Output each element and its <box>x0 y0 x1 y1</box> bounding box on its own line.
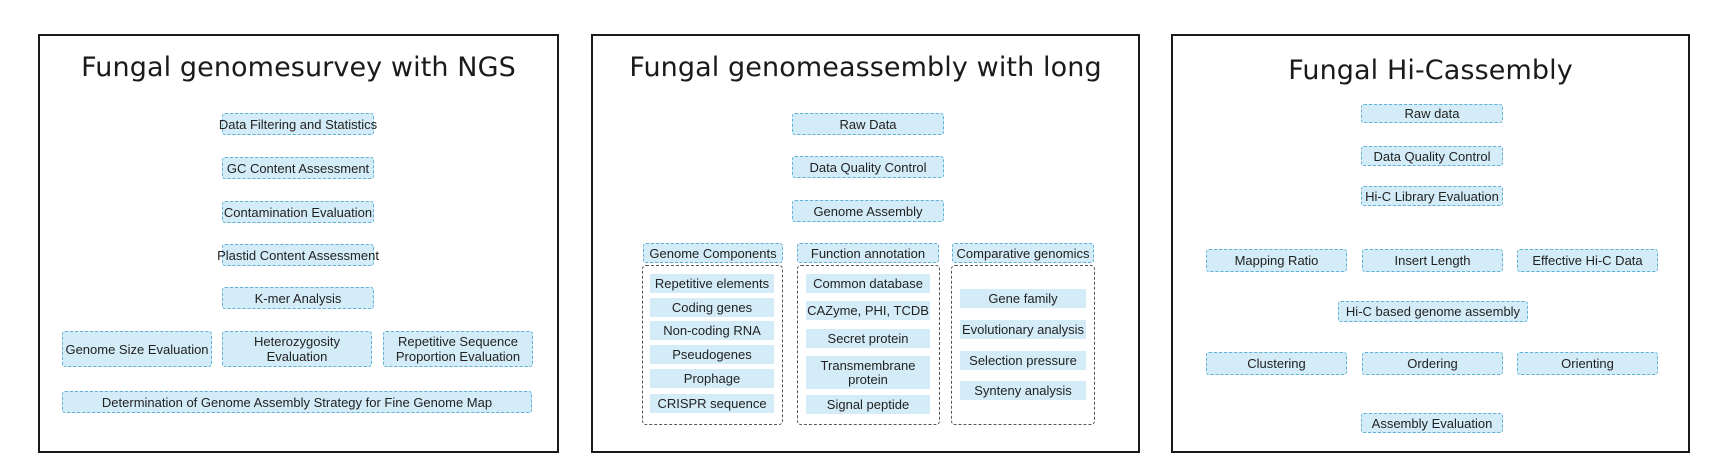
function-annotation-group <box>797 265 940 425</box>
branch-node: Heterozygosity Evaluation <box>222 331 372 367</box>
branch-node: Repetitive Sequence Proportion Evaluatio… <box>383 331 533 367</box>
group-item: Transmembrane protein <box>806 356 930 389</box>
group-item: Repetitive elements <box>650 274 774 293</box>
group-header: Comparative genomics <box>952 243 1094 263</box>
group-item: Prophage <box>650 369 774 388</box>
comparative-genomics-group <box>951 265 1095 425</box>
group-item: Signal peptide <box>806 395 930 414</box>
genome-components-group <box>642 265 783 425</box>
metric-node: Effective Hi-C Data <box>1517 249 1658 272</box>
metric-node: Insert Length <box>1362 249 1503 272</box>
group-item: Common database <box>806 274 930 293</box>
assembly-evaluation-node: Assembly Evaluation <box>1361 413 1503 433</box>
flow-step: Data Filtering and Statistics <box>219 113 377 135</box>
ngs-survey-panel: Fungal genomesurvey with NGS <box>38 34 559 453</box>
group-item: Evolutionary analysis <box>960 320 1086 339</box>
group-header: Function annotation <box>797 243 939 263</box>
flow-step: GC Content Assessment <box>222 157 374 179</box>
stage-node: Clustering <box>1206 352 1347 375</box>
hi-c-assembly-node: Hi-C based genome assembly <box>1338 301 1528 322</box>
flow-step: Raw data <box>1361 104 1503 123</box>
flow-step: Genome Assembly <box>792 200 944 222</box>
flow-step: Plastid Content Assessment <box>217 244 379 266</box>
group-item: Selection pressure <box>960 351 1086 370</box>
group-item: Pseudogenes <box>650 345 774 364</box>
group-item: Secret protein <box>806 329 930 348</box>
flow-step: Data Quality Control <box>792 156 944 178</box>
panel-title: Fungal Hi-Cassembly <box>1288 55 1573 86</box>
group-item: CRISPR sequence <box>650 394 774 413</box>
stage-node: Orienting <box>1517 352 1658 375</box>
hi-c-assembly-panel: Fungal Hi-Cassembly <box>1171 34 1690 453</box>
branch-node: Genome Size Evaluation <box>62 331 212 367</box>
panel-title: Fungal genomesurvey with NGS <box>81 52 516 83</box>
group-item: CAZyme, PHI, TCDB <box>806 301 930 320</box>
stage-node: Ordering <box>1362 352 1503 375</box>
group-item: Gene family <box>960 289 1086 308</box>
metric-node: Mapping Ratio <box>1206 249 1347 272</box>
group-item: Non-coding RNA <box>650 321 774 340</box>
panel-title: Fungal genomeassembly with long <box>629 52 1102 83</box>
strategy-node: Determination of Genome Assembly Strateg… <box>62 391 532 413</box>
flow-step: Raw Data <box>792 113 944 135</box>
flow-step: Contamination Evaluation <box>222 201 374 223</box>
flow-step: K-mer Analysis <box>222 287 374 309</box>
group-header: Genome Components <box>643 243 783 263</box>
flow-step: Data Quality Control <box>1361 146 1503 166</box>
group-item: Coding genes <box>650 298 774 317</box>
group-item: Synteny analysis <box>960 381 1086 400</box>
flow-step: Hi-C Library Evaluation <box>1361 186 1503 206</box>
